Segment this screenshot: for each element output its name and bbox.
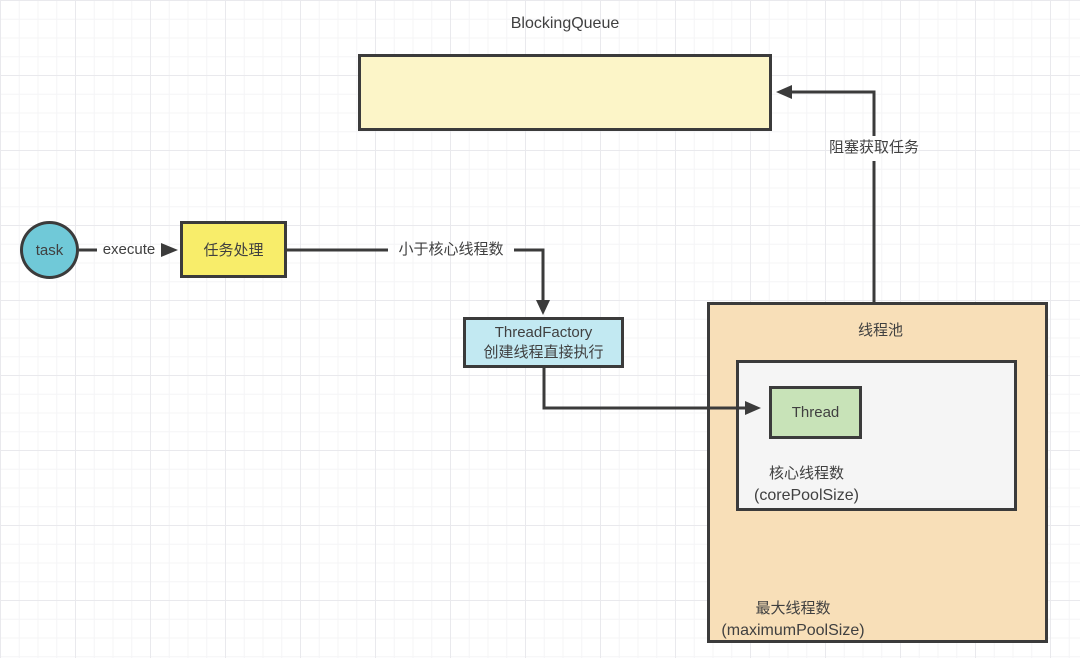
thread-pool-label: 线程池 <box>857 322 903 339</box>
core-pool-label-cn: 核心线程数 <box>768 465 844 482</box>
max-pool-label-en: (maximumPoolSize) <box>721 622 865 639</box>
core-pool-caption: 核心线程数 (corePoolSize) <box>749 463 864 507</box>
task-node: task <box>20 221 79 279</box>
arrowhead-into-queue <box>776 85 792 99</box>
core-pool-box: Thread 核心线程数 (corePoolSize) <box>736 360 1017 511</box>
max-pool-label-cn: 最大线程数 <box>755 600 831 617</box>
thread-pool-box: 线程池 Thread 核心线程数 (corePoolSize) 最大线程数 (m… <box>707 302 1048 643</box>
edge-to-queue <box>792 90 876 136</box>
max-pool-caption: 最大线程数 (maximumPoolSize) <box>710 598 876 642</box>
execute-edge-label: execute <box>102 241 156 258</box>
thread-factory-line1: ThreadFactory <box>494 323 593 341</box>
blocking-queue-label: BlockingQueue <box>510 15 620 32</box>
less-than-core-edge-label: 小于核心线程数 <box>398 241 504 258</box>
blocking-queue-box <box>358 54 772 131</box>
thread-box: Thread <box>769 386 862 439</box>
edge-to-factory <box>514 248 545 300</box>
task-process-label: 任务处理 <box>203 242 264 259</box>
core-pool-label-en: (corePoolSize) <box>754 487 859 504</box>
thread-factory-line2: 创建线程直接执行 <box>483 343 604 361</box>
arrowhead-into-factory <box>536 300 550 315</box>
thread-label: Thread <box>791 404 840 421</box>
task-node-label: task <box>35 241 64 259</box>
thread-factory-box: ThreadFactory 创建线程直接执行 <box>463 317 624 368</box>
task-process-box: 任务处理 <box>180 221 287 278</box>
blocking-fetch-edge-label: 阻塞获取任务 <box>828 139 919 156</box>
arrowhead-into-process <box>161 243 178 257</box>
